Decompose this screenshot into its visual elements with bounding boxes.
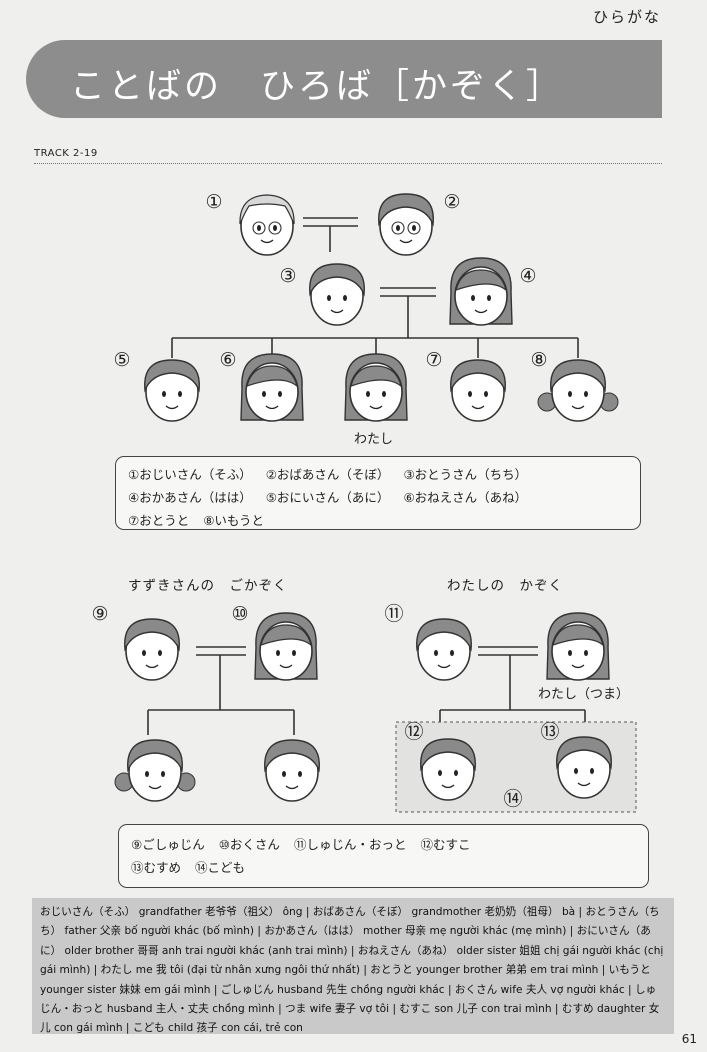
page-title: ことばの ひろば［かぞく］ xyxy=(70,67,565,107)
person-face xyxy=(254,612,318,681)
term: ⑦おとうと xyxy=(128,513,190,528)
circled-number: ⑭ xyxy=(503,788,522,810)
vocab-box-2: ⑨ごしゅじん ⑩おくさん ⑪しゅじん・おっと ⑫むすこ ⑬むすめ ⑭こども xyxy=(118,824,649,888)
circled-number: ⑦ xyxy=(425,349,442,371)
circled-number: ⑧ xyxy=(530,349,547,371)
term: ⑭こども xyxy=(195,860,246,875)
circled-numbers: ① ② ③ ④ ⑤ ⑥ ⑦ ⑧ ⑨ ⑩ ⑪ ⑫ ⑬ ⑭ xyxy=(91,191,559,810)
section-tag: ひらがな xyxy=(592,8,661,26)
person-face xyxy=(309,263,365,326)
term: ⑫むすこ xyxy=(420,837,471,852)
term: ⑩おくさん xyxy=(218,837,280,852)
person-face xyxy=(450,359,506,422)
term: ②おばあさん（そぼ） xyxy=(265,467,390,482)
vocab-box-1: ①おじいさん（そふ） ②おばあさん（そぼ） ③おとうさん（ちち） ④おかあさん（はは… xyxy=(115,456,641,530)
person-face xyxy=(124,618,180,681)
term: ⑤おにいさん（あに） xyxy=(265,490,390,505)
faces xyxy=(114,193,619,802)
suzuki-family-heading: すずきさんの ごかぞく xyxy=(128,578,288,594)
person-face xyxy=(239,194,295,256)
person-face xyxy=(556,736,612,799)
person-face xyxy=(264,739,320,802)
circled-number: ④ xyxy=(519,265,536,287)
term: ⑨ごしゅじん xyxy=(131,837,205,852)
person-face xyxy=(546,612,610,681)
circled-number: ⑬ xyxy=(540,721,559,743)
box1-row: ①おじいさん（そふ） ②おばあさん（そぼ） ③おとうさん（ちち） xyxy=(128,463,628,486)
person-face xyxy=(344,353,408,422)
circled-number: ⑤ xyxy=(113,349,130,371)
circled-number: ① xyxy=(205,191,222,213)
my-family-heading: わたしの かぞく xyxy=(447,578,563,594)
person-face xyxy=(378,193,434,256)
term: ④おかあさん（はは） xyxy=(128,490,252,505)
term: ①おじいさん（そふ） xyxy=(128,467,252,482)
circled-number: ⑥ xyxy=(219,349,236,371)
term: ⑥おねえさん（あね） xyxy=(403,490,528,505)
box1-row: ④おかあさん（はは） ⑤おにいさん（あに） ⑥おねえさん（あね） xyxy=(128,486,628,509)
person-face xyxy=(114,739,196,802)
box2-row: ⑨ごしゅじん ⑩おくさん ⑪しゅじん・おっと ⑫むすこ xyxy=(131,833,636,856)
circled-number: ⑫ xyxy=(404,721,423,743)
person-face xyxy=(416,618,472,681)
person-face xyxy=(240,353,304,422)
page-number: 61 xyxy=(681,1032,697,1046)
circled-number: ⑨ xyxy=(91,603,108,625)
circled-number: ③ xyxy=(279,265,296,287)
me-label: わたし xyxy=(354,432,394,447)
circled-number: ② xyxy=(443,191,460,213)
person-face xyxy=(144,359,200,422)
term: ③おとうさん（ちち） xyxy=(403,467,528,482)
divider xyxy=(34,163,662,164)
person-face xyxy=(449,257,513,326)
term: ⑬むすめ xyxy=(131,860,182,875)
term: ⑪しゅじん・おっと xyxy=(293,837,407,852)
title-banner xyxy=(26,40,662,118)
circled-number: ⑪ xyxy=(384,603,403,625)
family-illustration: ① ② ③ ④ ⑤ ⑥ ⑦ ⑧ ⑨ ⑩ ⑪ ⑫ ⑬ ⑭ xyxy=(91,191,637,813)
wife-label: わたし（つま） xyxy=(538,687,630,702)
term: ⑧いもうと xyxy=(203,513,265,528)
person-face xyxy=(420,738,476,801)
circled-number: ⑩ xyxy=(231,603,248,625)
track-number: TRACK 2-19 xyxy=(34,148,98,159)
vocabulary-glossary: おじいさん（そふ） grandfather 老爷爷（祖父） ông | おばあさ… xyxy=(32,898,674,1034)
box1-row: ⑦おとうと ⑧いもうと xyxy=(128,509,628,532)
person-face xyxy=(537,359,619,422)
box2-row: ⑬むすめ ⑭こども xyxy=(131,856,636,879)
